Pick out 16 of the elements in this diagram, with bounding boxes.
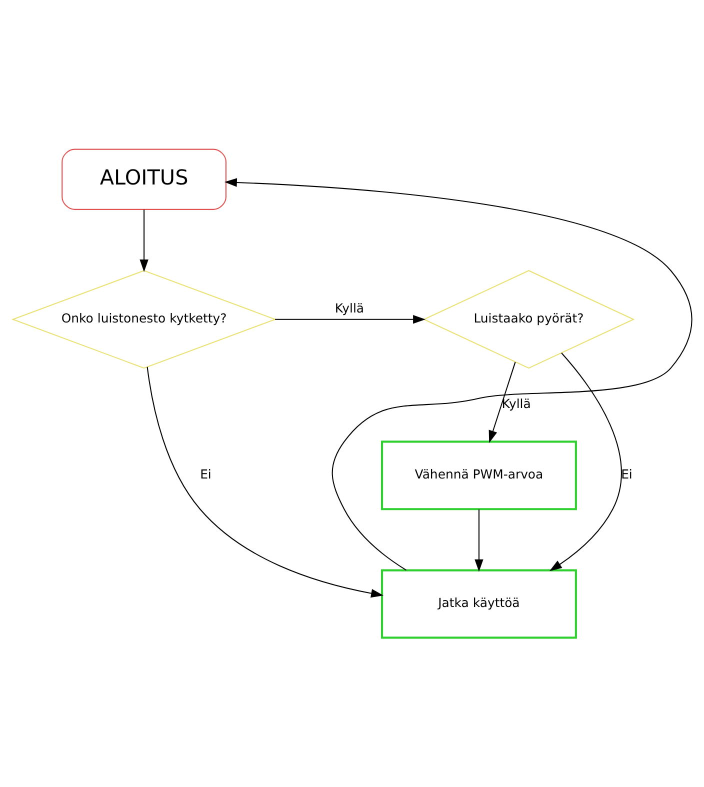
edge-label: Kyllä <box>501 396 530 412</box>
arrow <box>146 366 384 598</box>
edge-label: Ei <box>620 466 632 482</box>
arrow <box>548 352 622 572</box>
arrow <box>224 178 692 571</box>
arrow <box>274 315 426 324</box>
arrow <box>139 210 148 272</box>
node-diamond: Onko luistonesto kytketty? <box>10 270 276 369</box>
edge-label: Ei <box>200 466 211 482</box>
node-box: Vähennä PWM-arvoa <box>380 440 576 510</box>
node-box: ALOITUS <box>61 148 226 210</box>
arrow <box>488 362 516 443</box>
node-box: Jatka käyttöä <box>380 569 576 639</box>
edge-label: Kyllä <box>334 300 364 316</box>
arrow <box>474 509 483 572</box>
node-diamond: Luistaako pyörät? <box>422 270 634 369</box>
